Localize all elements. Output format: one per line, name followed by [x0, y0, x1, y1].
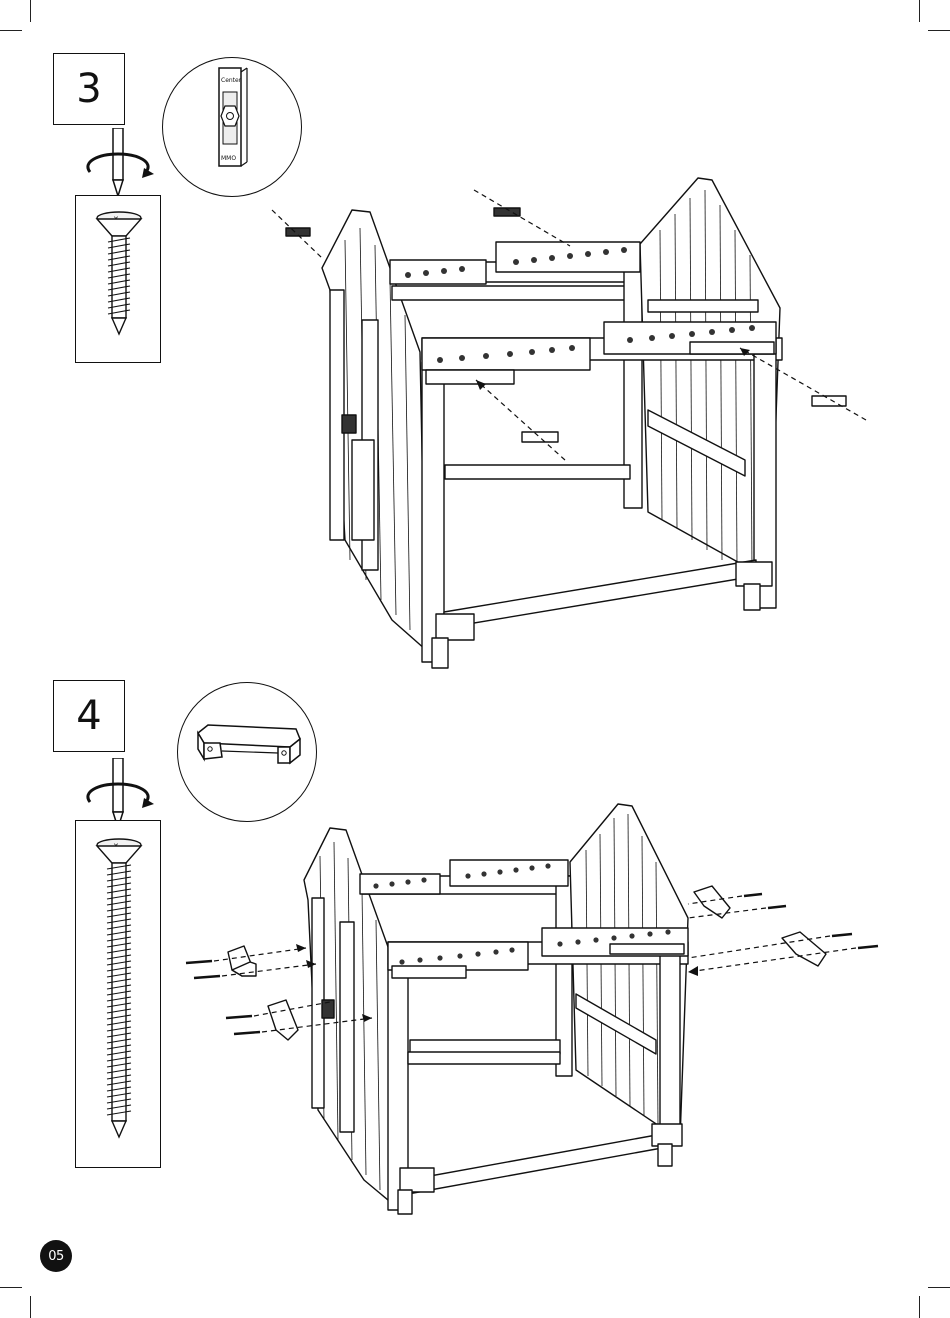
short-screw-icon: ✕ — [76, 196, 162, 364]
detail-label-bottom: MMO — [221, 155, 236, 162]
step-number: 4 — [76, 693, 101, 739]
step-number: 3 — [76, 66, 101, 112]
step-4-screw-box: ✕ — [75, 820, 161, 1168]
crop-mark-top-left — [30, 0, 31, 22]
crop-mark-top-left-h — [0, 30, 22, 31]
step-4-assembly-illustration — [180, 795, 890, 1220]
crop-mark-bottom-right — [919, 1296, 920, 1318]
page-number-badge: 05 — [40, 1240, 72, 1272]
crop-mark-top-right-h — [928, 30, 950, 31]
crop-mark-bottom-right-h — [928, 1287, 950, 1288]
step-3-screw-box: ✕ — [75, 195, 161, 363]
crop-mark-top-right — [919, 0, 920, 22]
screwdriver-rotate-icon — [78, 128, 158, 200]
crop-mark-bottom-left-h — [0, 1287, 22, 1288]
step-3-number-box: 3 — [53, 53, 125, 125]
page-number: 05 — [48, 1249, 64, 1264]
long-screw-icon: ✕ — [76, 821, 162, 1169]
step-3-assembly-illustration — [260, 170, 890, 680]
crop-mark-bottom-left — [30, 1296, 31, 1318]
step-4-number-box: 4 — [53, 680, 125, 752]
detail-label-top: Center — [221, 77, 242, 84]
